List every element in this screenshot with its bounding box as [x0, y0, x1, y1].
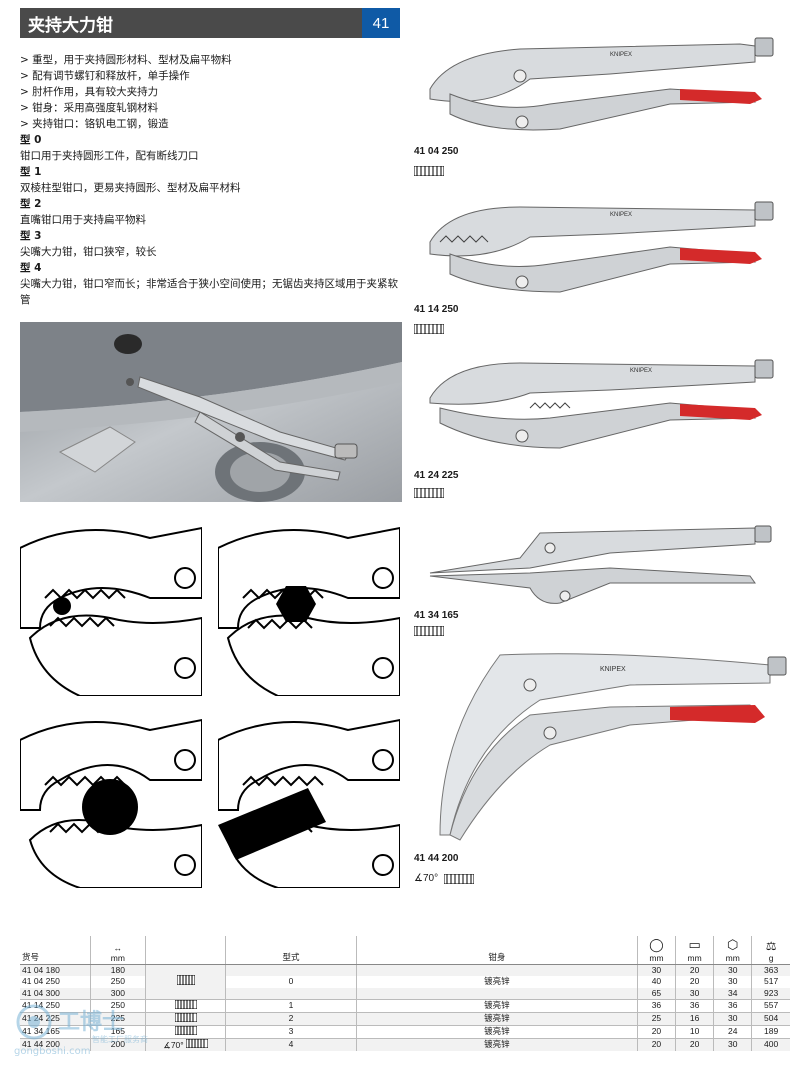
product-code: 41 24 225 — [414, 470, 459, 481]
serrated-file-icon — [414, 626, 444, 636]
table-row: 41 04 250 250 0 镀亮锌 40 20 30 517 — [20, 976, 790, 988]
plier-image — [429, 525, 772, 604]
jaw-diagram-hex — [218, 518, 400, 696]
serrated-file-icon — [174, 999, 198, 1009]
product-code: 41 04 250 — [414, 146, 459, 157]
table-row: 41 24 225 225 2 镀亮锌 25 16 30 504 — [20, 1011, 790, 1025]
product-41-24-225: KNIPEX 41 24 225 — [410, 348, 790, 498]
watermark: 工博士 智能工厂服务商 gongboshi.com — [10, 996, 170, 1076]
product-code: 41 34 165 — [414, 610, 459, 621]
type-description: 双棱柱型钳口，更易夹持圆形、型材及扁平材料 — [20, 182, 241, 194]
feature-item: > 肘杆作用，具有较大夹持力 — [20, 86, 159, 98]
square-capacity-icon: ▭ — [688, 937, 701, 952]
angle-label: ∡70° — [414, 873, 439, 884]
page-number: 41 — [362, 8, 400, 38]
type-description: 钳口用于夹持圆形工件，配有断线刀口 — [20, 150, 199, 162]
col-weight: ⚖ g — [751, 936, 790, 965]
jaw-diagram-flat — [218, 710, 400, 888]
watermark-text: 工博士 — [58, 1010, 125, 1035]
plier-image: KNIPEX — [429, 37, 774, 131]
col-type: 型式 — [225, 936, 357, 965]
product-41-14-250: KNIPEX 41 14 250 — [410, 192, 790, 342]
serrated-file-icon — [174, 1012, 198, 1022]
watermark-logo-icon — [16, 1004, 52, 1040]
serrated-file-icon — [174, 1025, 198, 1035]
table-row: 41 04 300 300 65 30 34 923 — [20, 987, 790, 999]
jaw-diagram-round-large — [20, 710, 202, 888]
product-code: 41 14 250 — [414, 304, 459, 315]
svg-text:KNIPEX: KNIPEX — [630, 368, 652, 374]
specs-table: 货号 ↔ mm 型式 钳身 ◯ mm ▭ mm ⬡ mm — [20, 936, 790, 1051]
type-heading: 型 0 — [20, 134, 42, 146]
plier-image: KNIPEX — [429, 201, 774, 293]
angle-label: ∡70° — [163, 1039, 184, 1050]
type-heading: 型 3 — [20, 230, 42, 242]
serrated-file-icon — [444, 873, 475, 884]
type-heading: 型 2 — [20, 198, 42, 210]
hex-capacity-icon: ⬡ — [727, 937, 739, 952]
type-description: 尖嘴大力钳，钳口狭窄，较长 — [20, 246, 157, 258]
jaw-diagram-round-small — [20, 518, 202, 696]
serrated-file-icon — [176, 974, 196, 986]
table-row: 41 04 180 180 30 20 30 363 — [20, 964, 790, 999]
watermark-subtext: 智能工厂服务商 — [92, 1035, 148, 1044]
length-arrow-icon: ↔ — [113, 943, 123, 953]
svg-text:KNIPEX: KNIPEX — [610, 212, 632, 218]
page-title: 夹持大力钳 — [20, 8, 362, 38]
feature-item: > 钳身：采用高强度轧钢材料 — [20, 102, 159, 114]
svg-text:KNIPEX: KNIPEX — [600, 666, 626, 673]
col-code: 货号 — [20, 936, 91, 965]
feature-item: > 重型，用于夹持圆形材料、型材及扁平物料 — [20, 54, 232, 66]
product-41-44-200: KNIPEX 41 44 200 ∡70° — [410, 645, 790, 895]
col-length: ↔ mm — [89, 936, 146, 965]
product-41-04-250: KNIPEX 41 04 250 — [410, 34, 790, 184]
type-heading: 型 4 — [20, 262, 42, 274]
table-row: 41 34 165 165 3 镀亮锌 20 10 24 189 — [20, 1024, 790, 1038]
watermark-url: gongboshi.com — [14, 1046, 91, 1057]
feature-item: > 配有调节螺钉和释放杆，单手操作 — [20, 70, 190, 82]
type-description: 尖嘴大力钳，钳口窄而长；非常适合于狭小空间使用；无锯齿夹持区域用于夹紧软管 — [20, 278, 398, 306]
serrated-file-icon — [414, 488, 444, 498]
col-icon — [144, 936, 226, 965]
svg-text:KNIPEX: KNIPEX — [610, 52, 632, 58]
application-photo — [20, 322, 402, 502]
serrated-file-icon — [185, 1038, 209, 1048]
type-description: 直嘴钳口用于夹持扁平物料 — [20, 214, 146, 226]
serrated-file-icon — [414, 166, 444, 176]
plier-image: KNIPEX — [429, 359, 774, 449]
col-square: ▭ mm — [675, 936, 714, 965]
product-41-34-165: 41 34 165 — [410, 518, 790, 638]
feature-list: > 重型，用于夹持圆形材料、型材及扁平物料 > 配有调节螺钉和释放杆，单手操作 … — [20, 52, 405, 308]
table-row: 41 44 200 200 ∡70° 4 镀亮锌 20 20 30 400 — [20, 1037, 790, 1051]
table-row: 41 14 250 250 1 镀亮锌 36 36 36 557 — [20, 998, 790, 1012]
page-header: 夹持大力钳 41 — [20, 8, 400, 38]
product-code: 41 44 200 — [414, 853, 459, 864]
col-body: 钳身 — [355, 936, 638, 965]
col-hex: ⬡ mm — [713, 936, 752, 965]
round-capacity-icon: ◯ — [649, 937, 664, 952]
plier-image: KNIPEX — [439, 653, 787, 841]
feature-item: > 夹持钳口：铬钒电工钢，锻造 — [20, 118, 169, 130]
type-heading: 型 1 — [20, 166, 42, 178]
col-round: ◯ mm — [636, 936, 676, 965]
serrated-file-icon — [414, 324, 444, 334]
scale-icon: ⚖ — [765, 939, 777, 953]
